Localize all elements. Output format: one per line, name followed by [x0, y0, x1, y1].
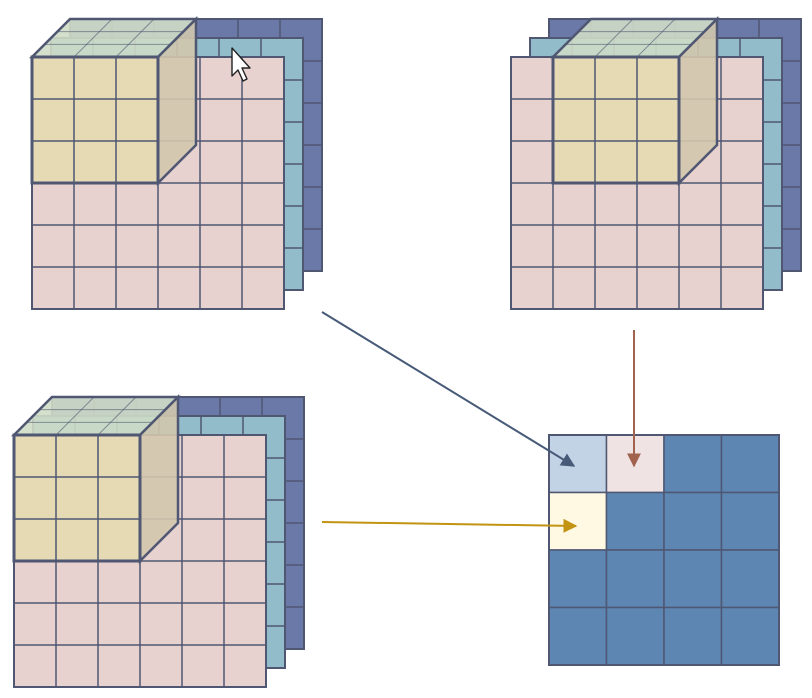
output-cell: [605, 606, 665, 666]
output-cell: [720, 606, 780, 666]
output-cell: [548, 491, 608, 551]
output-cell: [605, 434, 665, 494]
kernel-cube: [549, 15, 721, 187]
arrow-to-output-cell-1: [321, 311, 576, 467]
output-cell: [663, 549, 723, 609]
output-border: [548, 434, 780, 666]
kernel-cube: [28, 15, 200, 187]
output-cell: [720, 434, 780, 494]
kernel-top-line: [73, 18, 113, 58]
output-cell: [548, 606, 608, 666]
kernel-top-line: [55, 396, 95, 436]
cursor-shape: [231, 47, 251, 82]
output-cell: [605, 549, 665, 609]
kernel-top-line: [115, 18, 155, 58]
kernel-top-line: [636, 18, 676, 58]
input-tensor-top-left: [28, 15, 323, 310]
output-cell: [663, 606, 723, 666]
output-cell: [663, 434, 723, 494]
arrow-to-output-cell-3: [321, 518, 578, 533]
output-cell: [720, 491, 780, 551]
kernel-front-fill: [31, 56, 159, 184]
mouse-pointer-icon: [231, 47, 251, 82]
output-cell: [720, 549, 780, 609]
kernel-top-line: [97, 396, 137, 436]
input-tensor-bottom-left: [10, 393, 305, 688]
output-feature-map: [548, 434, 780, 666]
kernel-front-border: [551, 55, 681, 185]
kernel-cube: [10, 393, 182, 565]
kernel-front-fill: [13, 434, 141, 562]
kernel-front-fill: [552, 56, 680, 184]
output-cell: [605, 491, 665, 551]
kernel-front-border: [12, 433, 142, 563]
kernel-top-line: [594, 18, 634, 58]
kernel-front-border: [30, 55, 160, 185]
output-cell: [663, 491, 723, 551]
output-cell: [548, 549, 608, 609]
input-tensor-top-right: [510, 15, 802, 310]
output-cell: [548, 434, 608, 494]
